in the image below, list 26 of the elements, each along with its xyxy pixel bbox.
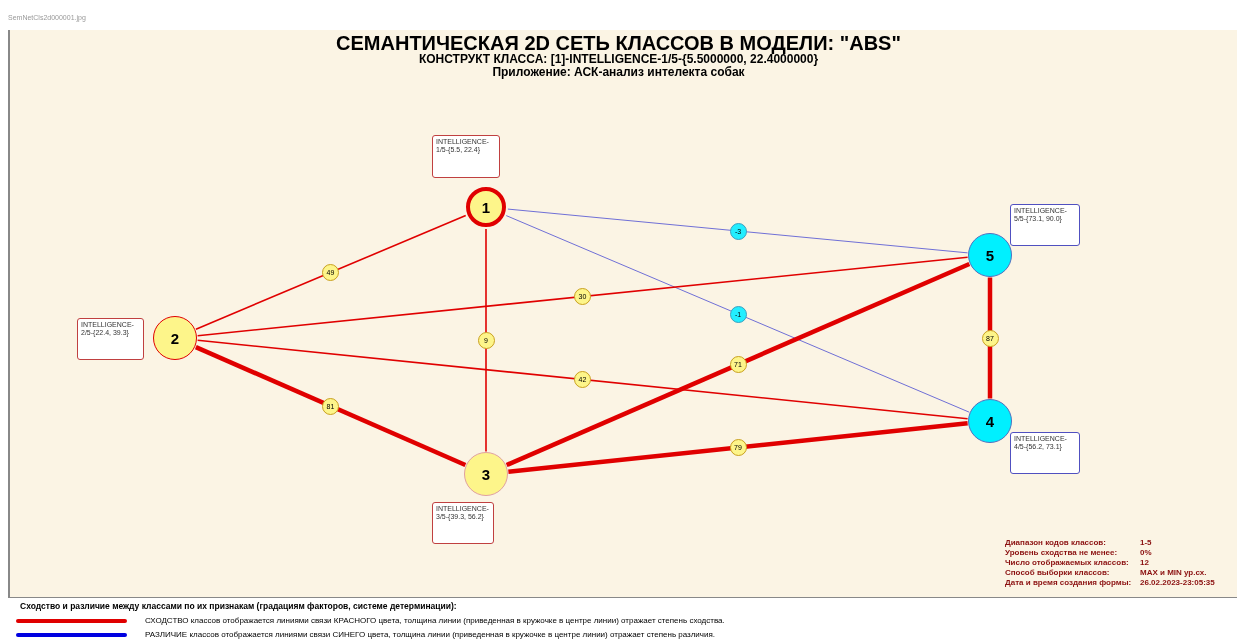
info-label: Дата и время создания формы:: [1005, 578, 1132, 587]
connector-line: [508, 421, 968, 474]
info-label: Число отображаемых классов:: [1005, 558, 1129, 567]
connector-line: [195, 214, 467, 330]
connector-line: [505, 215, 970, 413]
subtitle: КОНСТРУКТ КЛАССА: [1]-INTELLIGENCE-1/5-{5.5000000, 22.4000000}: [417, 53, 819, 66]
connector-line: [485, 228, 487, 453]
connector-line: [196, 339, 969, 420]
info-label: Способ выборки классов:: [1005, 568, 1110, 577]
info-label: Диапазон кодов классов:: [1005, 538, 1106, 547]
legend-text: РАЗЛИЧИЕ классов отображается линиями связи СИНЕГО цвета, толщина линии (приведенная в кружочке в центре линии) отражает степень различия.: [145, 630, 715, 640]
subtitle: Приложение: АСК-анализ интелекта собак: [491, 66, 745, 79]
info-value: 1-5: [1140, 538, 1152, 547]
info-value: 0%: [1140, 548, 1152, 557]
legend-heading: Сходство и различие между классами по их признакам (градациям факторов, системе детерминации):: [20, 602, 457, 612]
connector-line: [505, 261, 971, 468]
connector-line: [194, 345, 467, 468]
info-label: Уровень сходства не менее:: [1005, 548, 1118, 557]
info-value: 12: [1140, 558, 1149, 567]
info-value: MAX и MIN ур.сх.: [1140, 568, 1207, 577]
connector-line: [987, 277, 993, 399]
connector-line: [507, 208, 969, 254]
connector-line: [196, 256, 969, 337]
info-value: 26.02.2023-23:05:35: [1140, 578, 1215, 587]
title: СЕМАНТИЧЕСКАЯ 2D СЕТЬ КЛАССОВ В МОДЕЛИ: "ABS": [335, 32, 902, 54]
legend-text: СХОДСТВО классов отображается линиями связи КРАСНОГО цвета, толщина линии (приведенная в кружочке в центре линии) отражает степень сходства.: [145, 616, 725, 626]
